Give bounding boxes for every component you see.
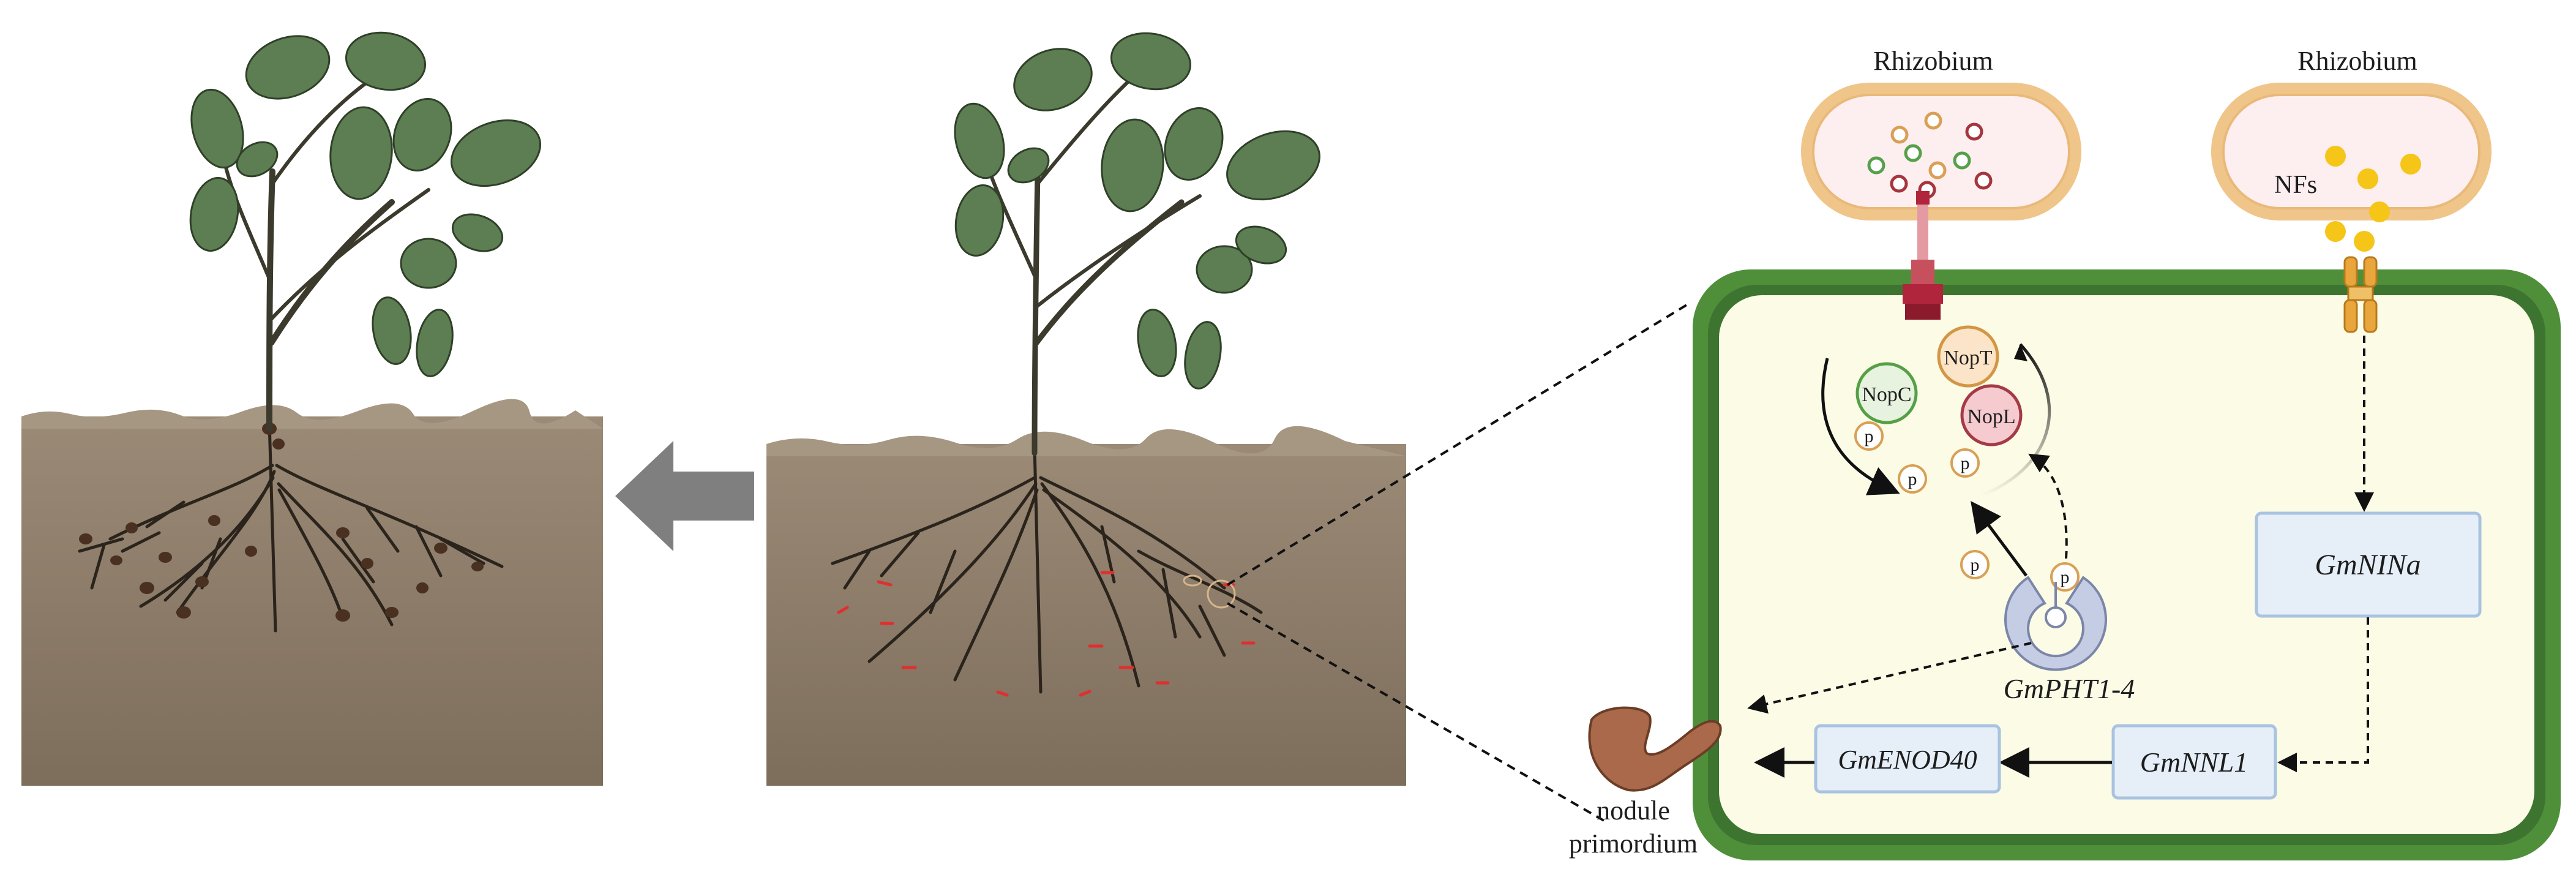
soil-surface-middle <box>766 426 1406 456</box>
svg-text:p: p <box>2061 567 2070 587</box>
leaves-left <box>189 31 542 377</box>
rhizobium-left-label: Rhizobium <box>1873 46 1993 76</box>
nodule-label-line2: primordium <box>1569 829 1698 859</box>
nod-factor-dots <box>2325 146 2421 252</box>
panel-young-plant <box>766 32 1406 786</box>
dashed-arrow-gmnina-to-gmnnl1 <box>2277 617 2369 772</box>
dashed-arrow-transporter-to-nopl <box>2028 453 2068 559</box>
root-system-middle <box>831 445 1263 694</box>
arrow-transporter-to-effectors <box>1971 500 2028 577</box>
soil-block-left <box>21 416 603 786</box>
curved-arrow-left <box>1821 358 1900 495</box>
gmnina-box <box>2255 511 2482 618</box>
nopt-label: NopT <box>1944 347 1993 369</box>
gmpht1-4-label: GmPHT1-4 <box>2004 673 2135 704</box>
svg-text:p: p <box>1908 469 1917 489</box>
nod-factors-label: NFs <box>2274 171 2317 199</box>
gmnnl1-label: GmNNL1 <box>2140 747 2248 778</box>
soil-surface-left <box>21 399 603 429</box>
svg-text:p: p <box>1961 453 1970 473</box>
secretion-system <box>1903 191 1943 320</box>
nodule-label-line1: nodule <box>1597 796 1670 826</box>
cytoplasm <box>1719 295 2534 834</box>
curved-arrow-right <box>1980 343 2051 498</box>
nopc-label: NopC <box>1862 383 1911 406</box>
svg-text:p: p <box>1865 426 1874 446</box>
effector-particles <box>1867 111 1993 199</box>
rhizobium-right-label: Rhizobium <box>2297 46 2417 76</box>
zoom-lines <box>1226 302 1691 822</box>
soil-block-middle <box>766 444 1406 786</box>
big-gray-arrow <box>615 441 754 551</box>
root-hair-sketch <box>1183 574 1202 587</box>
nopl-label: NopL <box>1967 405 2015 428</box>
nopl-circle <box>1960 384 2023 446</box>
root-red-marks <box>837 571 1256 697</box>
panel-nodulated-plant <box>21 31 603 786</box>
leaves-middle <box>954 32 1320 389</box>
rhizobium-right <box>2211 83 2492 252</box>
gmnina-label: GmNINa <box>2315 549 2421 581</box>
stem-middle <box>978 59 1202 456</box>
nf-receptor <box>2343 256 2378 333</box>
nopt-circle <box>1937 325 1999 388</box>
panel-cell-mechanism: Rhizobium Rhizobium NFs <box>1569 46 2561 860</box>
root-nodules-left <box>79 423 484 622</box>
gmpht1-4-transporter <box>2004 576 2107 671</box>
root-highlight-circle <box>1207 579 1236 609</box>
curved-arrow-right-head <box>2014 344 2027 361</box>
nopc-circle <box>1855 362 1918 424</box>
phosphate-group: p p p p p <box>1854 421 2080 592</box>
gmnnl1-box <box>2111 724 2277 800</box>
nodule-primordium-shape <box>1588 706 1722 792</box>
gmenod40-box <box>1814 724 2001 794</box>
rhizobium-left <box>1801 83 2081 220</box>
svg-text:p: p <box>1971 555 1980 575</box>
dashed-arrow-transporter-to-nodule <box>1747 642 2032 714</box>
gmenod40-label: GmENOD40 <box>1838 745 1977 775</box>
root-system-left <box>78 421 504 633</box>
